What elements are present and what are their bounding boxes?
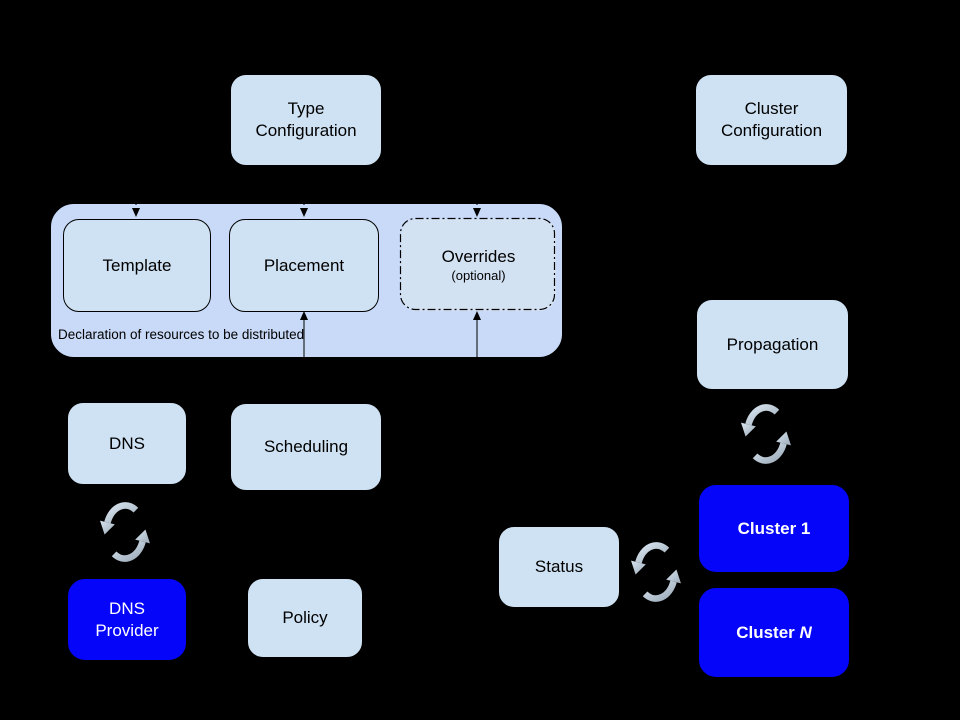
node-dns-label: DNS: [109, 433, 145, 453]
node-placement: Placement: [229, 219, 379, 312]
node-scheduling: Scheduling: [230, 403, 382, 491]
node-overrides: Overrides (optional): [401, 219, 556, 311]
node-propagation: Propagation: [696, 299, 849, 390]
node-overrides-sublabel: (optional): [451, 268, 506, 283]
node-cluster-configuration-label: Cluster Configuration: [720, 99, 823, 140]
node-cluster-n-label: Cluster N: [736, 622, 812, 642]
node-dns: DNS: [67, 402, 187, 485]
node-cluster-configuration: Cluster Configuration: [695, 74, 848, 166]
node-status: Status: [498, 526, 620, 608]
node-placement-label: Placement: [263, 255, 345, 275]
node-cluster-n: Cluster N: [698, 587, 850, 678]
node-type-configuration: Type Configuration: [230, 74, 382, 166]
node-cluster-1-label: Cluster 1: [737, 518, 811, 538]
declaration-note: Declaration of resources to be distribut…: [58, 327, 305, 342]
node-overrides-label: Overrides: [441, 247, 516, 266]
node-status-label: Status: [534, 557, 584, 576]
sync-arrows-icon: [737, 396, 795, 472]
sync-arrows-icon: [96, 494, 154, 570]
node-scheduling-label: Scheduling: [263, 437, 349, 456]
node-policy-label: Policy: [282, 608, 328, 627]
declaration-container: Template Placement Overrides (optional) …: [50, 203, 563, 358]
node-template-label: Template: [102, 255, 172, 275]
node-propagation-label: Propagation: [726, 334, 819, 354]
node-dns-provider-label: DNS Provider: [95, 598, 159, 640]
node-dns-provider: DNS Provider: [67, 578, 187, 661]
node-policy: Policy: [247, 578, 363, 658]
node-template: Template: [63, 219, 211, 312]
node-type-configuration-label: Type Configuration: [255, 99, 357, 140]
node-cluster-1: Cluster 1: [698, 484, 850, 573]
sync-arrows-icon: [627, 534, 685, 610]
